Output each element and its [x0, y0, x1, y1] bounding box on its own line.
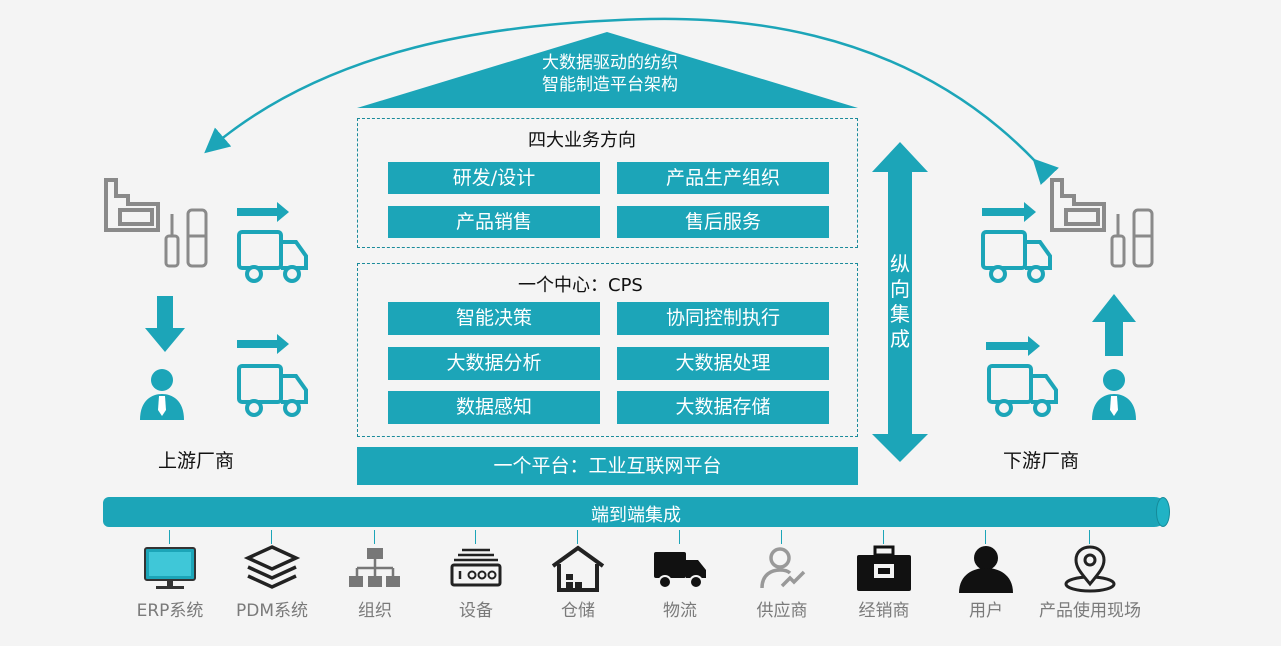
- truck-icon-teal: [237, 230, 308, 283]
- center-item-processing: 大数据处理: [617, 347, 829, 380]
- connector-line: [577, 530, 578, 544]
- arrow-right-icon: [982, 202, 1036, 222]
- tools-icon: [1110, 208, 1154, 268]
- org-chart-icon: [349, 548, 400, 587]
- bottom-item-label: 组织: [358, 601, 392, 621]
- center-item-storage: 大数据存储: [617, 391, 829, 424]
- platform-bar: 一个平台：工业互联网平台: [357, 447, 858, 485]
- truck-icon-teal: [987, 364, 1058, 417]
- bottom-item-label: 经销商: [858, 601, 910, 621]
- vertical-label: 纵 向 集 成: [890, 252, 910, 351]
- bottom-item-label: 用户: [969, 601, 1003, 621]
- e2e-bar: [103, 497, 1169, 527]
- center-item-decision: 智能决策: [388, 302, 600, 335]
- arrow-right-icon: [237, 334, 289, 354]
- warehouse-icon: [551, 545, 605, 592]
- connector-line: [1089, 530, 1090, 544]
- center-box: [357, 263, 858, 437]
- monitor-icon: [144, 547, 196, 589]
- roof-title-line2: 智能制造平台架构: [542, 75, 678, 95]
- downstream-label: 下游厂商: [1003, 450, 1080, 472]
- roof-title-line1: 大数据驱动的纺织: [542, 53, 678, 73]
- bottom-item-label: 供应商: [756, 601, 808, 621]
- roof-title: 大数据驱动的纺织 智能制造平台架构: [480, 52, 740, 96]
- connector-line: [374, 530, 375, 544]
- connector-line: [985, 530, 986, 544]
- center-item-analysis: 大数据分析: [388, 347, 600, 380]
- device-icon: [450, 548, 502, 587]
- factory-icon: [104, 178, 160, 232]
- bottom-item-label: 设备: [459, 601, 493, 621]
- location-icon: [1064, 545, 1116, 593]
- business-item-aftersales: 售后服务: [617, 206, 829, 238]
- supplier-icon: [760, 547, 806, 589]
- bottom-item-label: ERP系统: [136, 601, 204, 621]
- truck-icon-teal: [237, 364, 308, 417]
- connector-line: [781, 530, 782, 544]
- layers-icon: [243, 545, 301, 589]
- business-item-sales: 产品销售: [388, 206, 600, 238]
- truck-icon-teal: [981, 230, 1052, 283]
- upstream-label: 上游厂商: [158, 450, 235, 472]
- arrow-right-icon: [237, 202, 289, 222]
- e2e-bar-cap: [1156, 497, 1170, 527]
- bottom-item-label: 仓储: [561, 601, 595, 621]
- center-title: 一个中心：CPS: [518, 275, 643, 296]
- arrow-down-icon: [145, 296, 185, 352]
- roof-triangle: [357, 32, 858, 108]
- business-box: [357, 118, 858, 248]
- arrow-right-icon: [986, 336, 1040, 356]
- bottom-item-label: 物流: [663, 601, 697, 621]
- bottom-item-label: 产品使用现场: [1039, 601, 1141, 621]
- connector-line: [679, 530, 680, 544]
- center-item-sensing: 数据感知: [388, 391, 600, 424]
- business-item-production: 产品生产组织: [617, 162, 829, 194]
- tools-icon: [164, 208, 208, 268]
- truck-icon: [654, 552, 706, 589]
- connector-line: [475, 530, 476, 544]
- vertical-double-arrow: [872, 142, 928, 462]
- top-arc-arrow: [204, 17, 1059, 186]
- briefcase-icon: [857, 545, 911, 591]
- person-icon-teal: [1092, 369, 1136, 420]
- person-icon-teal: [140, 369, 184, 420]
- user-icon: [959, 546, 1013, 593]
- factory-icon: [1050, 178, 1106, 232]
- connector-line: [883, 530, 884, 544]
- bottom-item-label: PDM系统: [235, 601, 308, 621]
- business-item-rd: 研发/设计: [388, 162, 600, 194]
- business-title: 四大业务方向: [528, 130, 636, 151]
- e2e-label: 端到端集成: [591, 505, 681, 526]
- center-item-control: 协同控制执行: [617, 302, 829, 335]
- connector-line: [271, 530, 272, 544]
- arrow-up-icon: [1092, 294, 1136, 356]
- connector-line: [169, 530, 170, 544]
